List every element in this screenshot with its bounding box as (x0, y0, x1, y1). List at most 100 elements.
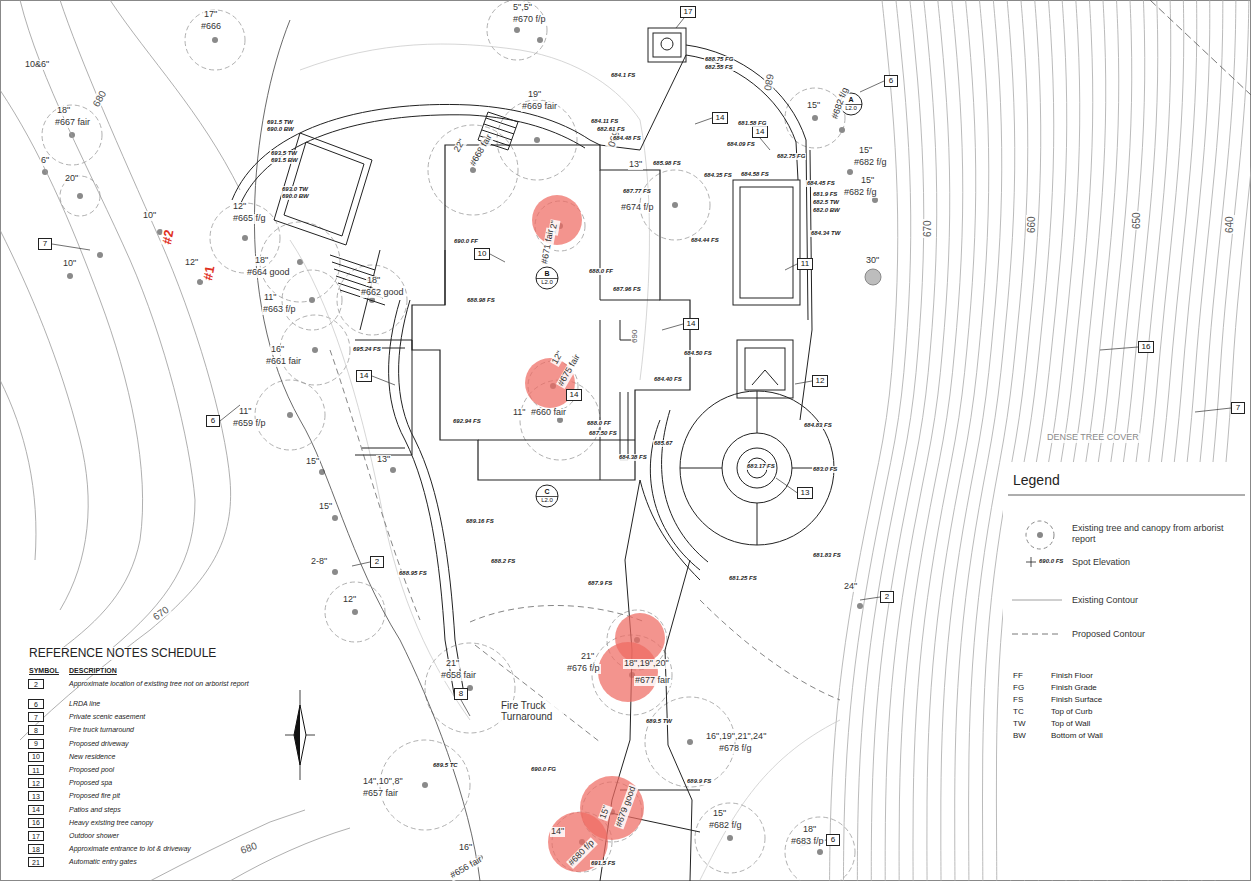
contour-line (290, 240, 470, 720)
existing-tree (695, 803, 765, 873)
site-improvements (232, 28, 834, 881)
tree-trunk (687, 739, 693, 745)
proposed-contour (475, 645, 600, 742)
spot-elevation: 688.2 FS (490, 558, 516, 565)
tree-label: #682 f/g (843, 188, 878, 198)
callout-number: 10 (32, 753, 40, 760)
tree-canopy (497, 100, 577, 180)
large-tree (865, 269, 881, 285)
callout-number: 10 (478, 250, 487, 258)
spot-elevation: 687.9 FS (587, 580, 613, 587)
callout-box: 6 (826, 834, 840, 846)
tree-label: 18" (56, 106, 71, 116)
legend-text: Existing Contour (1072, 595, 1232, 606)
note-text: Proposed fire pit (68, 792, 121, 800)
tree-label: 13" (628, 160, 643, 170)
note-text: Fire truck turnaround (68, 726, 135, 734)
contour-line (857, 0, 923, 881)
tree-label: #670 f/p (512, 15, 547, 25)
tree-trunk (727, 835, 733, 841)
shower-drain (661, 38, 673, 50)
callout-number: 14 (716, 114, 725, 122)
callout-number: 7 (1236, 404, 1240, 412)
tree-label: 15" (806, 101, 821, 111)
tree-label: 21" (445, 659, 460, 669)
tree-label: 16" (458, 843, 473, 853)
contour-line (871, 0, 936, 881)
spot-elevation: 684.48 FS (612, 135, 642, 142)
proposed-contours (330, 350, 840, 742)
leader-line (352, 562, 370, 566)
tree-label: Fire Truck Turnaround (500, 700, 564, 722)
tree-trunk (77, 193, 83, 199)
fire-pit (737, 448, 777, 488)
tree-label: #661 fair (265, 357, 302, 367)
existing-tree (390, 467, 396, 473)
abbreviation: Finish Grade (1050, 684, 1098, 693)
spot-elevation: 684.34 TW (810, 230, 841, 237)
pool (733, 180, 800, 305)
note-text: New residence (68, 753, 116, 761)
spa (737, 340, 793, 398)
tree-label: 10&6" (24, 60, 50, 70)
existing-tree (872, 197, 878, 203)
column-heading: DESCRIPTION (68, 667, 118, 675)
abbreviation: FF (1012, 672, 1024, 681)
existing-contours (0, 0, 350, 881)
callout-box: 6 (206, 415, 220, 427)
north-arrow-line (285, 690, 315, 780)
retaining-wall (232, 104, 590, 200)
tree-label: 15" (860, 176, 875, 186)
tree-trunk (67, 273, 73, 279)
tree-label: 14",10",8" (362, 777, 404, 787)
leader-line (52, 244, 90, 250)
abbreviation: Top of Wall (1050, 720, 1091, 729)
easement-line (1150, 0, 1251, 95)
callout-number: 11 (32, 767, 39, 774)
leader-line (795, 381, 812, 384)
callout-number: 8 (459, 690, 463, 698)
spot-elevation: 683.0 FS (812, 466, 838, 473)
leader-line (785, 264, 797, 270)
generated-art (42, 0, 1251, 881)
schedule-symbol: 17 (28, 831, 44, 841)
tree-label: #665 f/g (232, 214, 267, 224)
schedule-symbol: 21 (28, 857, 44, 867)
tree-trunk (847, 169, 853, 175)
existing-tree (857, 603, 863, 609)
existing-tree (325, 582, 385, 642)
spot-elevation: 690.0 BW (281, 193, 310, 200)
callout-box: 2 (880, 591, 894, 603)
proposed-contour (330, 350, 420, 620)
tree-label: #682 f/g (708, 821, 743, 831)
callout-number: 6 (889, 77, 893, 85)
north-arrow-fill (294, 705, 300, 765)
tree-label: #658 fair (440, 671, 477, 681)
existing-tree (645, 697, 735, 787)
tree-dot-sample (1037, 532, 1043, 538)
tree-label: 19" (527, 90, 542, 100)
callout-number: 12 (32, 780, 40, 787)
spot-elevation: 690.0 FS (1038, 558, 1064, 565)
callout-box: 14 (683, 318, 699, 330)
tree-label: 15" (858, 146, 873, 156)
callout-number: 14 (756, 128, 765, 136)
spot-elevation: 688.75 FG (704, 56, 734, 63)
note-text: Patios and steps (68, 806, 122, 814)
tree-label: #663 f/p (262, 305, 297, 315)
contour-label: 690 (631, 329, 640, 344)
note-text: Outdoor shower (68, 832, 120, 840)
schedule-symbol: 13 (28, 791, 44, 801)
schedule-symbol: 18 (28, 844, 44, 854)
tree-trunk (534, 137, 540, 143)
callout-number: 11 (801, 260, 809, 268)
contour-line (913, 0, 976, 881)
contour-line (230, 828, 350, 881)
callout-number: 14 (360, 372, 369, 380)
section-marker-outline (534, 484, 560, 508)
callout-box: 12 (812, 375, 828, 387)
existing-tree (537, 37, 543, 43)
heading: Legend (1012, 473, 1061, 488)
tree-canopy (325, 582, 385, 642)
